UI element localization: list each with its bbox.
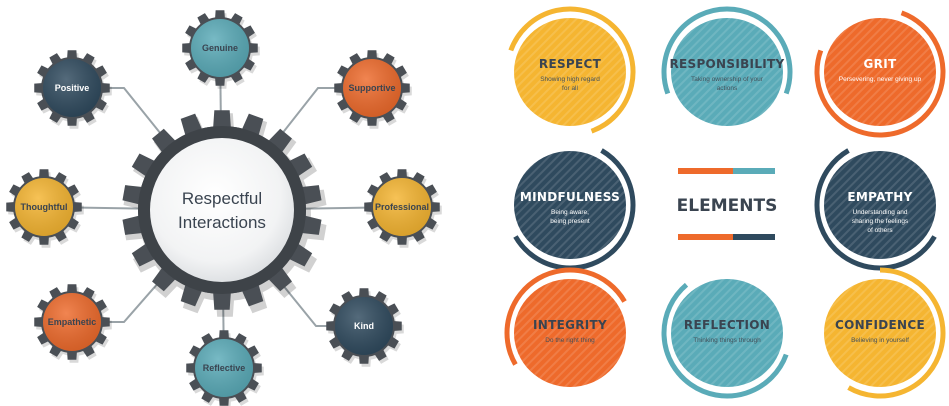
element-disc-texture	[671, 18, 783, 126]
gear-shade	[43, 59, 101, 117]
gear-kind: Kind	[326, 288, 404, 367]
element-disc-texture	[514, 279, 626, 387]
gear-professional: Professional	[364, 169, 442, 248]
element-disc-texture	[514, 18, 626, 126]
gear-shade	[373, 178, 431, 236]
element-respect: RESPECT Showing high regard for all	[508, 6, 636, 134]
element-title-grit: GRIT	[864, 57, 897, 71]
gear-label-empathetic: Empathetic	[48, 317, 97, 327]
element-desc-empathy: of others	[867, 227, 893, 234]
gear-empathetic: Empathetic	[34, 284, 112, 363]
element-mindfulness: MINDFULNESS Being aware, being present	[513, 148, 636, 271]
element-desc-empathy: Understanding and	[853, 209, 908, 216]
element-reflection: REFLECTION Thinking things through	[661, 279, 789, 399]
element-desc-respect: for all	[562, 85, 578, 92]
element-grit: GRIT Persevering, never giving up	[814, 10, 946, 138]
gear-label-professional: Professional	[375, 202, 429, 212]
element-responsibility: RESPONSIBILITY Taking ownership of your ac…	[661, 6, 793, 126]
gear-positive: Positive	[34, 50, 112, 129]
element-desc-empathy: sharing the feelings	[852, 218, 909, 225]
hub-face	[150, 138, 294, 282]
gear-shade	[343, 59, 401, 117]
elements-title: ELEMENTS	[677, 196, 778, 216]
element-title-reflection: REFLECTION	[684, 318, 770, 332]
element-ring	[513, 148, 636, 271]
element-title-confidence: CONFIDENCE	[835, 318, 925, 332]
elements-diagram: RESPECT Showing high regard for all RESPONS…	[504, 6, 946, 399]
center-bar-bottom-left	[678, 234, 733, 240]
gear-label-supportive: Supportive	[348, 83, 395, 93]
gear-label-genuine: Genuine	[202, 43, 238, 53]
center-bar-top-right	[733, 168, 775, 174]
element-ring	[508, 6, 636, 134]
element-ring	[814, 10, 946, 138]
center-bar-top-left	[678, 168, 733, 174]
element-desc-responsibility: actions	[717, 85, 738, 92]
element-title-mindfulness: MINDFULNESS	[520, 190, 620, 204]
respectful-interactions-diagram: RespectfulInteractionsGenuineSupportiveP…	[6, 10, 442, 406]
element-ring	[847, 267, 946, 399]
element-ring	[661, 6, 793, 95]
element-desc-mindfulness: being present	[550, 218, 590, 225]
element-desc-integrity: Do the right thing	[545, 337, 595, 344]
element-disc-texture	[824, 279, 936, 387]
gear-supportive: Supportive	[334, 50, 412, 129]
element-ring	[504, 267, 627, 366]
gear-shade	[43, 293, 101, 351]
hub-title-line2: Interactions	[178, 213, 266, 232]
element-desc-confidence: Believing in yourself	[851, 337, 909, 344]
element-title-responsibility: RESPONSIBILITY	[669, 57, 784, 71]
element-desc-grit: Persevering, never giving up	[839, 76, 922, 83]
element-title-respect: RESPECT	[539, 57, 602, 71]
gear-shade	[191, 19, 249, 77]
element-disc-texture	[824, 151, 936, 259]
element-disc-texture	[824, 18, 936, 126]
gear-label-positive: Positive	[55, 83, 90, 93]
gear-label-kind: Kind	[354, 321, 374, 331]
center-bar-bottom-right	[733, 234, 775, 240]
element-empathy: EMPATHY Understanding and sharing the feel…	[814, 148, 937, 271]
gear-shade	[335, 297, 393, 355]
gear-label-thoughtful: Thoughtful	[21, 202, 68, 212]
element-desc-respect: Showing high regard	[540, 76, 600, 83]
element-title-empathy: EMPATHY	[847, 190, 912, 204]
gear-shade	[15, 178, 73, 236]
element-ring	[661, 282, 789, 399]
element-ring	[814, 148, 937, 271]
element-title-integrity: INTEGRITY	[533, 318, 607, 332]
element-desc-responsibility: Taking ownership of your	[691, 76, 764, 83]
element-integrity: INTEGRITY Do the right thing	[504, 267, 627, 387]
element-disc-texture	[671, 279, 783, 387]
element-desc-reflection: Thinking things through	[693, 337, 761, 344]
element-desc-mindfulness: Being aware,	[551, 209, 589, 216]
gear-thoughtful: Thoughtful	[6, 169, 84, 248]
gear-genuine: Genuine	[182, 10, 260, 89]
elements-center: ELEMENTS	[677, 168, 778, 240]
gear-reflective: Reflective	[186, 330, 264, 406]
element-confidence: CONFIDENCE Believing in yourself	[824, 267, 946, 399]
hub-title-line1: Respectful	[182, 189, 262, 208]
gear-label-reflective: Reflective	[203, 363, 246, 373]
element-disc-texture	[514, 151, 626, 259]
gear-shade	[195, 339, 253, 397]
